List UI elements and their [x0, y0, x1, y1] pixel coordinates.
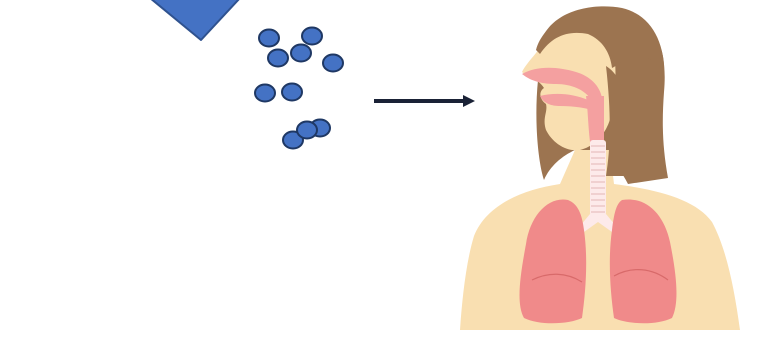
human-respiratory-figure: [460, 6, 740, 330]
trachea: [590, 140, 606, 216]
particle: [323, 55, 343, 72]
particle: [268, 50, 288, 67]
down-arrow-icon: [150, 0, 240, 40]
particle: [282, 84, 302, 101]
particle: [302, 28, 322, 45]
particle-cluster: [255, 28, 343, 149]
particle: [291, 45, 311, 62]
right-arrow-icon: [374, 95, 475, 107]
particle: [297, 122, 317, 139]
particle: [255, 85, 275, 102]
particle: [259, 30, 279, 47]
